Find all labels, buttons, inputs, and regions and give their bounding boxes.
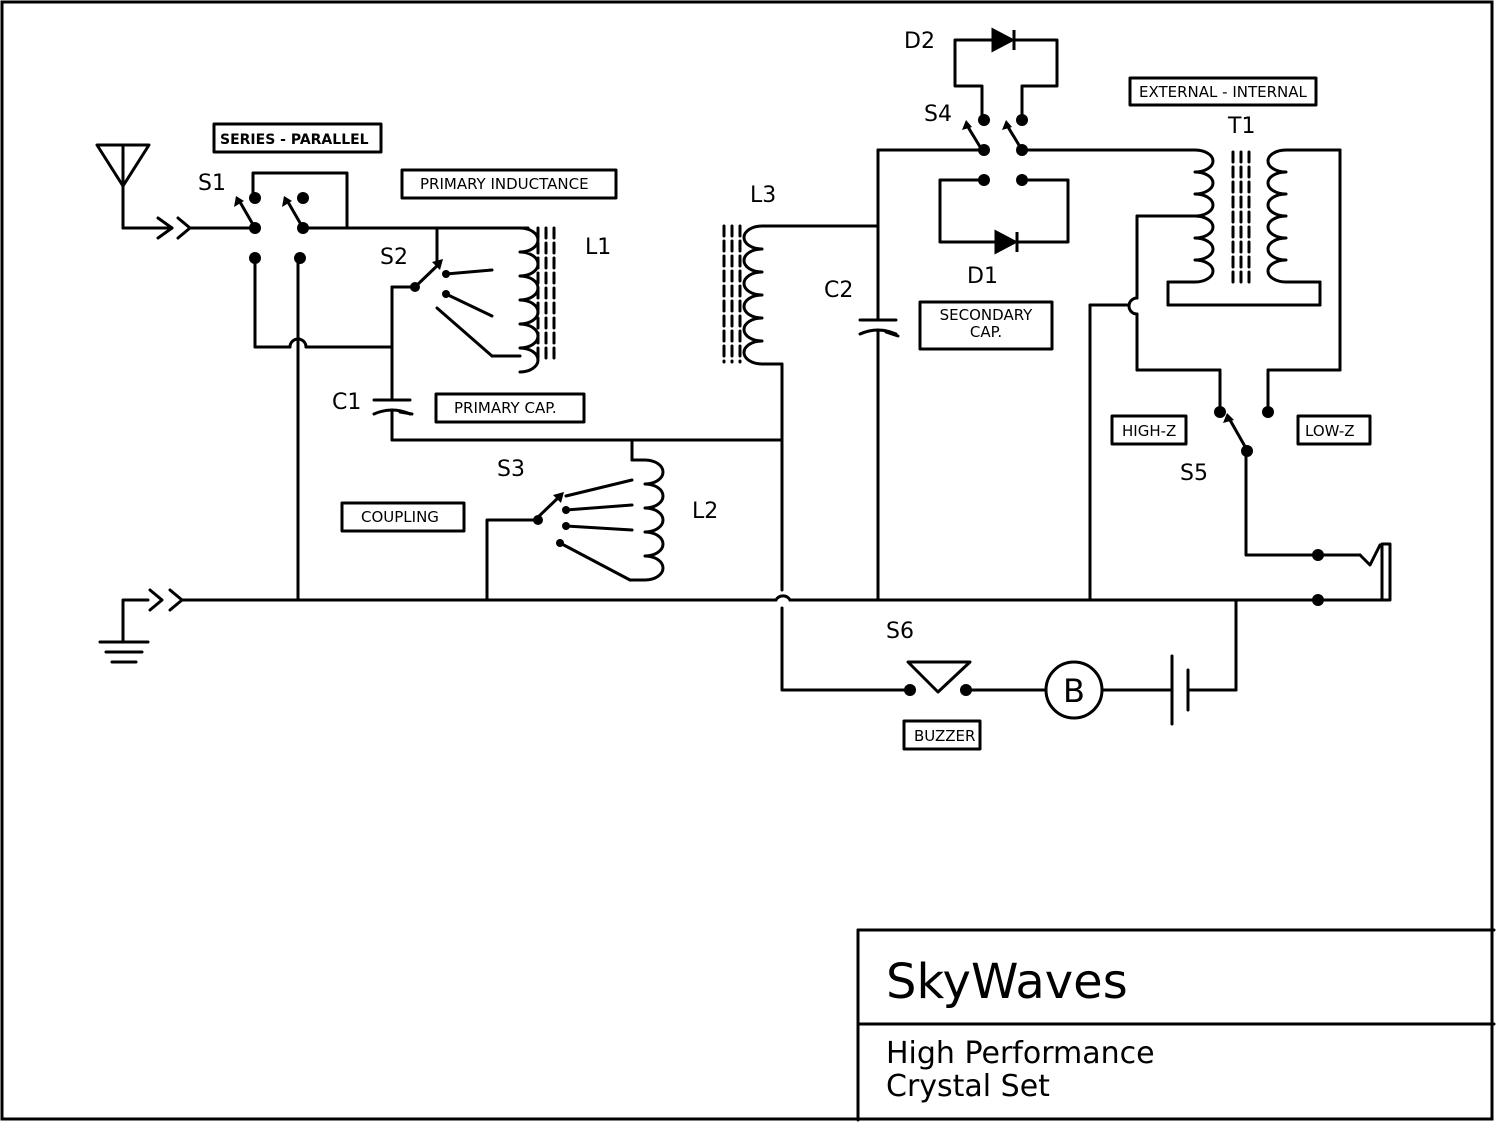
label-l2: L2 [692, 499, 718, 524]
battery-b-circle [1044, 660, 1104, 720]
text-buzzer: BUZZER [914, 727, 975, 745]
drawing-title-line2: Crystal Set [886, 1069, 1050, 1104]
text-secondary-cap-line1: SECONDARY [940, 306, 1034, 324]
ground-bus [98, 588, 1384, 664]
box-coupling [340, 501, 466, 533]
text-external-internal: EXTERNAL - INTERNAL [1139, 83, 1308, 101]
label-d1: D1 [967, 264, 998, 289]
capacitor-c2 [858, 148, 900, 602]
buzzer-circuit [780, 598, 1238, 726]
box-high-z [1110, 414, 1188, 446]
inductor-l1 [490, 226, 556, 374]
text-low-z: LOW-Z [1305, 422, 1355, 440]
diode-d1 [994, 229, 1019, 255]
switch-s5 [1228, 418, 1392, 602]
box-secondary-cap [918, 300, 1054, 351]
label-s2: S2 [380, 245, 408, 270]
label-s6: S6 [886, 619, 914, 644]
text-series-parallel: SERIES - PARALLEL [220, 132, 369, 148]
box-buzzer [902, 719, 982, 751]
switch-s3 [485, 478, 634, 602]
label-l1: L1 [585, 235, 611, 260]
label-s1: S1 [198, 171, 226, 196]
label-c1: C1 [332, 390, 361, 415]
diode-d2 [991, 27, 1016, 53]
company-name: SkyWaves [886, 954, 1128, 1010]
box-primary-cap [434, 392, 586, 424]
box-low-z [1296, 414, 1372, 446]
text-primary-cap: PRIMARY CAP. [454, 399, 557, 417]
drawing-title-line1: High Performance [886, 1036, 1155, 1071]
label-s4: S4 [924, 102, 952, 127]
label-l3: L3 [750, 183, 776, 208]
label-s5: S5 [1180, 461, 1208, 486]
label-c2: C2 [824, 278, 853, 303]
label-s3: S3 [497, 457, 525, 482]
label-battery-b: B [1063, 672, 1085, 710]
label-d2: D2 [904, 29, 935, 54]
box-primary-inductance [400, 168, 618, 200]
box-series-parallel [212, 122, 383, 154]
contact-dots [249, 114, 1324, 696]
antenna-symbol [95, 143, 257, 240]
inductor-l3 [722, 224, 880, 592]
switch-s1 [238, 171, 530, 602]
switch-s4 [876, 38, 1197, 244]
inductor-l2 [628, 438, 665, 582]
capacitor-c1 [372, 345, 784, 442]
label-t1: T1 [1227, 114, 1255, 139]
text-primary-inductance: PRIMARY INDUCTANCE [420, 175, 589, 193]
transformer-t1 [1088, 148, 1342, 602]
text-coupling: COUPLING [361, 508, 439, 526]
text-secondary-cap-line2: CAP. [970, 323, 1002, 341]
text-high-z: HIGH-Z [1122, 422, 1176, 440]
box-external-internal [1128, 76, 1318, 107]
